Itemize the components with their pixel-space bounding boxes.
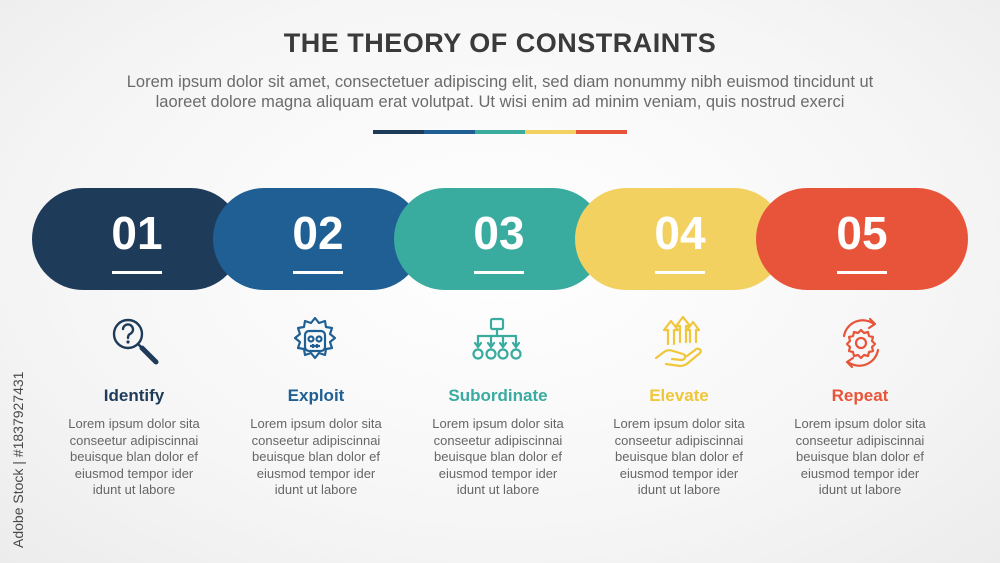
desc-line: beuisque blan dolor ef	[252, 449, 380, 464]
step-4-underline	[654, 271, 705, 274]
step-1-description: Lorem ipsum dolor sita conseetur adipisc…	[49, 416, 219, 499]
step-5-title: Repeat	[831, 386, 889, 405]
step-1-pill: 01	[32, 188, 242, 290]
page-title: THE THEORY OF CONSTRAINTS	[283, 28, 717, 58]
desc-line: eiusmod tempor ider	[800, 465, 920, 481]
desc-line: Lorem ipsum dolor sita	[794, 416, 926, 431]
desc-line: conseetur adipiscinnai	[795, 432, 925, 448]
desc-line: idunt ut labore	[637, 482, 721, 497]
step-2-number: 02	[292, 207, 344, 259]
desc-line: beuisque blan dolor ef	[434, 449, 562, 464]
step-4-number: 04	[654, 207, 706, 259]
step-1-title: Identify	[103, 386, 165, 405]
desc-line: conseetur adipiscinnai	[251, 432, 381, 448]
hierarchy-icon	[472, 317, 522, 360]
step-2-title: Exploit	[287, 386, 345, 405]
divider-segment-4	[525, 130, 577, 134]
subtitle: Lorem ipsum dolor sit amet, consectetuer…	[60, 72, 940, 112]
step-2-underline	[292, 271, 343, 274]
step-2-description: Lorem ipsum dolor sita conseetur adipisc…	[231, 416, 401, 499]
desc-line: idunt ut labore	[818, 482, 902, 497]
step-4-title: Elevate	[649, 386, 709, 405]
step-1-number: 01	[111, 207, 163, 259]
step-1-underline	[111, 271, 162, 274]
step-5-pill: 05	[756, 188, 968, 290]
step-3-underline	[473, 271, 524, 274]
step-3-number: 03	[473, 207, 525, 259]
desc-line: beuisque blan dolor ef	[70, 449, 198, 464]
desc-line: idunt ut labore	[456, 482, 540, 497]
desc-line: idunt ut labore	[92, 482, 176, 497]
step-3-description: Lorem ipsum dolor sita conseetur adipisc…	[413, 416, 583, 499]
gear-cycle-icon	[842, 317, 880, 369]
divider-segment-5	[576, 130, 627, 134]
step-3-title: Subordinate	[448, 386, 548, 405]
desc-line: Lorem ipsum dolor sita	[68, 416, 200, 431]
desc-line: conseetur adipiscinnai	[433, 432, 563, 448]
desc-line: eiusmod tempor ider	[256, 465, 376, 481]
step-2-pill: 02	[213, 188, 423, 290]
robot-gear-icon	[293, 316, 337, 360]
step-5-underline	[836, 271, 887, 274]
desc-line: eiusmod tempor ider	[438, 465, 558, 481]
divider-segment-2	[423, 130, 475, 134]
desc-line: conseetur adipiscinnai	[69, 432, 199, 448]
stock-credit: Adobe Stock | #1837927431	[10, 371, 26, 548]
desc-line: conseetur adipiscinnai	[614, 432, 744, 448]
divider-segment-3	[474, 130, 526, 134]
subtitle-line-2: laoreet dolore magna aliquam erat volutp…	[155, 93, 845, 111]
desc-line: beuisque blan dolor ef	[615, 449, 743, 464]
step-3-pill: 03	[394, 188, 604, 290]
desc-line: Lorem ipsum dolor sita	[250, 416, 382, 431]
desc-line: idunt ut labore	[274, 482, 358, 497]
step-5-number: 05	[836, 207, 888, 259]
step-4-description: Lorem ipsum dolor sita conseetur adipisc…	[594, 416, 764, 499]
color-divider	[373, 130, 627, 134]
desc-line: beuisque blan dolor ef	[796, 449, 924, 464]
desc-line: Lorem ipsum dolor sita	[432, 416, 564, 431]
step-5-description: Lorem ipsum dolor sita conseetur adipisc…	[775, 416, 945, 499]
desc-line: Lorem ipsum dolor sita	[613, 416, 745, 431]
subtitle-line-1: Lorem ipsum dolor sit amet, consectetuer…	[126, 73, 874, 91]
step-4-pill: 04	[575, 188, 785, 290]
hand-arrows-up-icon	[654, 315, 702, 368]
desc-line: eiusmod tempor ider	[619, 465, 739, 481]
magnifier-question-icon	[112, 318, 159, 365]
desc-line: eiusmod tempor ider	[74, 465, 194, 481]
divider-segment-1	[373, 130, 424, 134]
